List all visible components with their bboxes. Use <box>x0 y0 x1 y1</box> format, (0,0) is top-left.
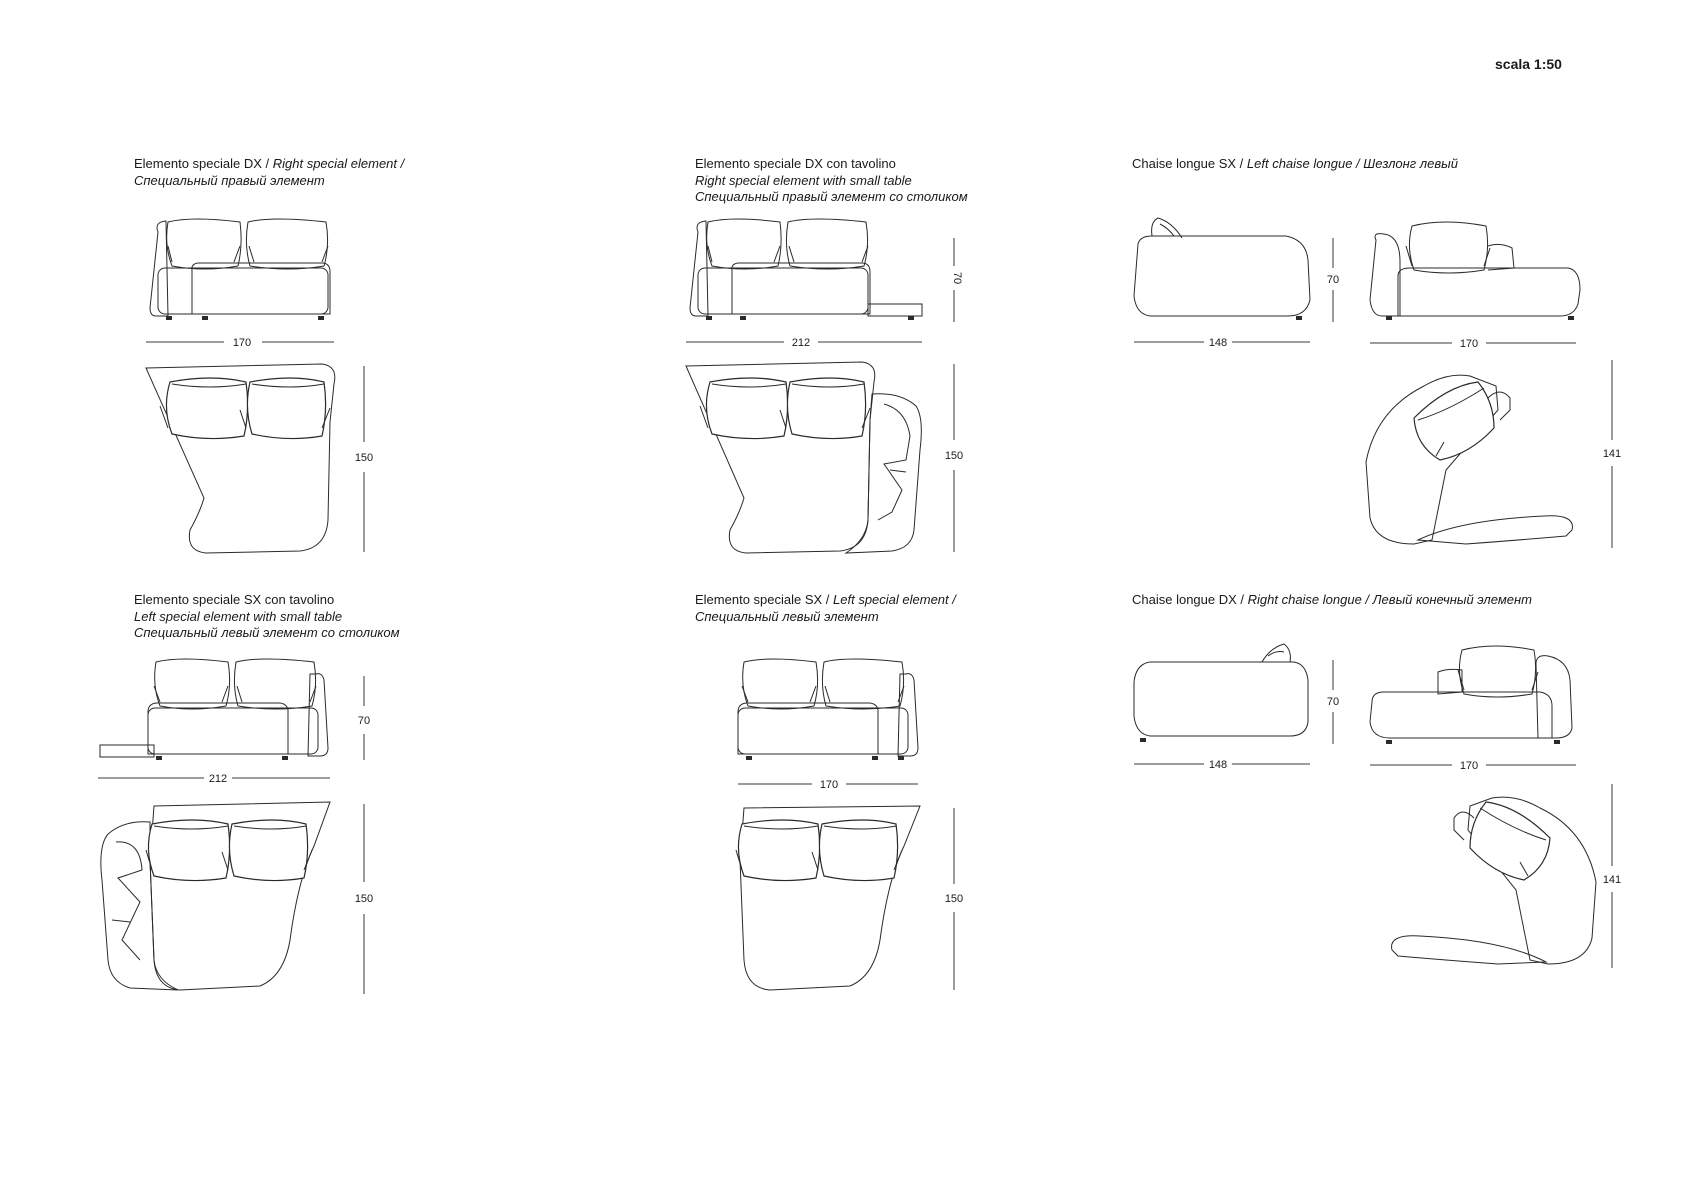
caption-line: Elemento speciale SX / <box>695 592 834 607</box>
right-special-top-view <box>145 363 336 554</box>
caption-left-special: Elemento speciale SX / Left special elem… <box>695 592 956 625</box>
dim-label: 141 <box>1603 874 1621 886</box>
caption-line-italic: Left special element / <box>833 592 956 607</box>
dim-label: 170 <box>1460 338 1478 350</box>
dim-label: 150 <box>355 452 373 464</box>
caption-line-italic: Специальный правый элемент <box>134 172 325 188</box>
left-special-table-dims: 212 70 150 <box>98 676 373 994</box>
left-chaise-dims: 148 70 170 141 <box>1134 238 1621 548</box>
caption-line: Chaise longue SX / <box>1132 156 1247 171</box>
scale-label: scala 1:50 <box>1495 56 1562 72</box>
right-chaise-side-view <box>1133 643 1309 742</box>
dim-label: 70 <box>1327 274 1339 286</box>
dim-label: 212 <box>209 773 227 785</box>
left-chaise-top-view <box>1365 374 1573 545</box>
right-special-table-dims: 212 70 150 <box>686 238 963 552</box>
caption-line: Elemento speciale DX / <box>134 156 273 171</box>
right-special-dims: 170 150 <box>146 337 373 552</box>
caption-line-italic: Специальный левый элемент <box>695 608 879 624</box>
dim-label: 150 <box>355 893 373 905</box>
dim-label: 148 <box>1209 337 1227 349</box>
right-special-table-top-view <box>685 361 922 554</box>
caption-right-special: Elemento speciale DX / Right special ele… <box>134 156 404 189</box>
caption-right-chaise: Chaise longue DX / Right chaise longue /… <box>1132 592 1532 609</box>
caption-right-special-table: Elemento speciale DX con tavolino Right … <box>695 156 968 206</box>
caption-line: Elemento speciale DX con tavolino <box>695 156 896 171</box>
caption-line-italic: Left chaise longue / Шезлонг левый <box>1246 156 1458 171</box>
left-special-table-top-view <box>100 801 331 991</box>
dim-label: 148 <box>1209 759 1227 771</box>
left-chaise-front-view <box>1369 221 1581 320</box>
left-special-top-view <box>735 805 921 991</box>
caption-left-chaise: Chaise longue SX / Left chaise longue / … <box>1132 156 1458 173</box>
right-special-front-view <box>149 218 331 320</box>
dim-label: 170 <box>1460 760 1478 772</box>
right-special-table-front-view <box>689 218 923 320</box>
left-special-dims: 170 150 <box>738 779 963 990</box>
left-special-table-front-view <box>99 658 329 760</box>
dim-label: 141 <box>1603 448 1621 460</box>
caption-line: Chaise longue DX / <box>1132 592 1248 607</box>
caption-line-italic: Специальный левый элемент со столиком <box>134 625 400 640</box>
caption-left-special-table: Elemento speciale SX con tavolino Left s… <box>134 592 400 642</box>
caption-line-italic: Right chaise longue / Левый конечный эле… <box>1247 592 1532 607</box>
dim-label: 150 <box>945 450 963 462</box>
caption-line-italic: Right special element / <box>272 156 405 171</box>
caption-line-italic: Специальный правый элемент со столиком <box>695 189 968 204</box>
right-chaise-top-view <box>1391 796 1597 965</box>
right-chaise-dims: 148 70 170 141 <box>1134 660 1621 968</box>
caption-line: Elemento speciale SX con tavolino <box>134 592 335 607</box>
caption-line-italic: Left special element with small table <box>134 608 343 624</box>
caption-line-italic: Right special element with small table <box>695 172 912 188</box>
dim-label: 150 <box>945 893 963 905</box>
dim-label: 70 <box>951 272 963 284</box>
dim-label: 70 <box>358 715 370 727</box>
left-chaise-side-view <box>1133 217 1311 320</box>
dim-label: 170 <box>820 779 838 791</box>
dim-label: 70 <box>1327 696 1339 708</box>
dim-label: 170 <box>233 337 251 349</box>
dim-label: 212 <box>792 337 810 349</box>
left-special-front-view <box>737 658 919 760</box>
right-chaise-front-view <box>1369 645 1573 744</box>
